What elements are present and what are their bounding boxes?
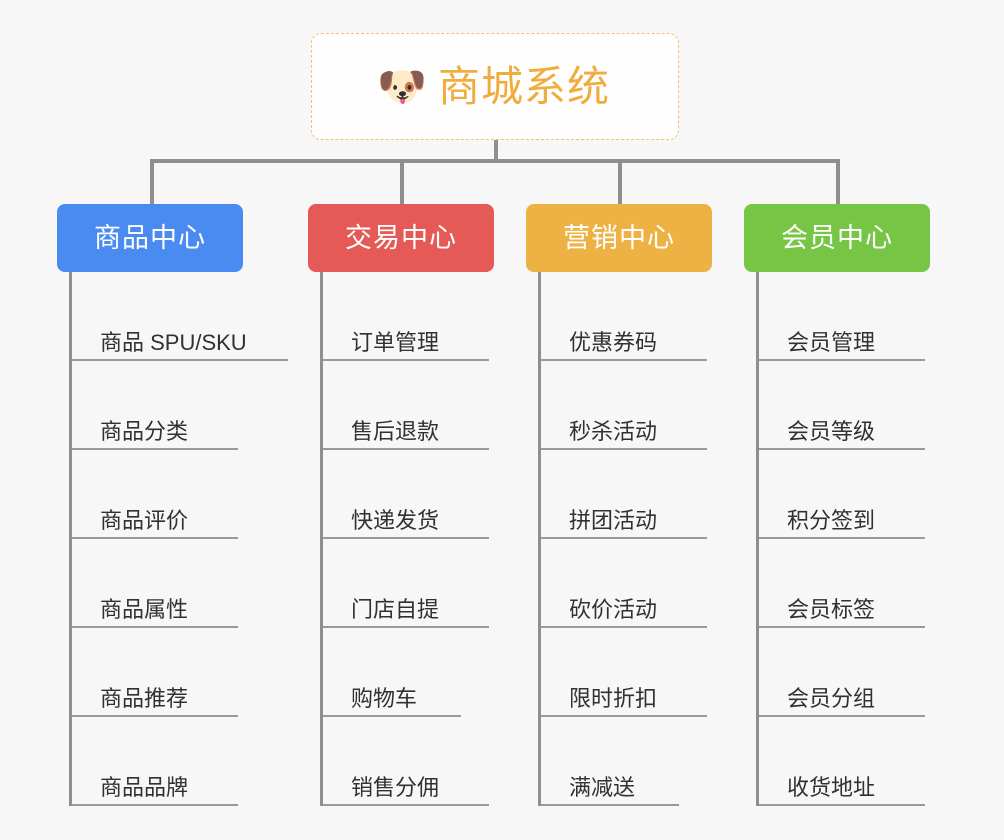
branch-column-marketing-center: 营销中心 优惠券码 秒杀活动 拼团活动 砍价活动 限时折扣 满减送 <box>526 204 712 806</box>
list-item[interactable]: 会员标签 <box>759 539 930 628</box>
leaf-list-member-center: 会员管理 会员等级 积分签到 会员标签 会员分组 收货地址 <box>756 272 930 806</box>
list-item[interactable]: 会员分组 <box>759 628 930 717</box>
leaf-label: 售后退款 <box>351 418 440 444</box>
leaf-list-trade-center: 订单管理 售后退款 快递发货 门店自提 购物车 销售分佣 <box>320 272 494 806</box>
leaf-label: 门店自提 <box>351 596 440 622</box>
list-item[interactable]: 商品推荐 <box>72 628 243 717</box>
connector-drop-2 <box>400 159 404 204</box>
list-item[interactable]: 优惠券码 <box>541 272 712 361</box>
list-item[interactable]: 限时折扣 <box>541 628 712 717</box>
connector-root-drop <box>494 140 498 162</box>
leaf-label: 限时折扣 <box>569 685 658 711</box>
branch-column-member-center: 会员中心 会员管理 会员等级 积分签到 会员标签 会员分组 收货地址 <box>744 204 930 806</box>
leaf-list-product-center: 商品 SPU/SKU 商品分类 商品评价 商品属性 商品推荐 商品品牌 <box>69 272 288 806</box>
connector-drop-3 <box>618 159 622 204</box>
connector-drop-4 <box>836 159 840 204</box>
leaf-label: 收货地址 <box>787 774 876 800</box>
category-label: 营销中心 <box>563 222 675 253</box>
leaf-label: 会员管理 <box>787 329 876 355</box>
list-item[interactable]: 销售分佣 <box>323 717 494 806</box>
leaf-label: 积分签到 <box>787 507 876 533</box>
leaf-label: 销售分佣 <box>351 774 440 800</box>
category-box-member-center[interactable]: 会员中心 <box>744 204 930 272</box>
list-item[interactable]: 会员管理 <box>759 272 930 361</box>
leaf-label: 优惠券码 <box>569 329 658 355</box>
leaf-label: 购物车 <box>351 685 418 711</box>
leaf-label: 拼团活动 <box>569 507 658 533</box>
list-item[interactable]: 砍价活动 <box>541 539 712 628</box>
leaf-label: 商品分类 <box>100 418 189 444</box>
leaf-label: 会员等级 <box>787 418 876 444</box>
category-label: 会员中心 <box>781 222 893 253</box>
leaf-label: 商品品牌 <box>100 774 189 800</box>
list-item[interactable]: 收货地址 <box>759 717 930 806</box>
leaf-label: 砍价活动 <box>569 596 658 622</box>
list-item[interactable]: 商品品牌 <box>72 717 243 806</box>
list-item[interactable]: 拼团活动 <box>541 450 712 539</box>
category-box-product-center[interactable]: 商品中心 <box>57 204 243 272</box>
root-node[interactable]: 🐶 商城系统 <box>311 33 679 140</box>
list-item[interactable]: 满减送 <box>541 717 712 806</box>
root-title: 商城系统 <box>437 62 610 110</box>
list-item[interactable]: 购物车 <box>323 628 494 717</box>
leaf-label: 商品推荐 <box>100 685 189 711</box>
list-item[interactable]: 商品评价 <box>72 450 243 539</box>
leaf-label: 快递发货 <box>351 507 440 533</box>
branch-column-product-center: 商品中心 商品 SPU/SKU 商品分类 商品评价 商品属性 商品推荐 商品品牌 <box>57 204 288 806</box>
category-label: 商品中心 <box>94 222 206 253</box>
list-item[interactable]: 订单管理 <box>323 272 494 361</box>
list-item[interactable]: 门店自提 <box>323 539 494 628</box>
leaf-label: 商品 SPU/SKU <box>100 329 247 355</box>
list-item[interactable]: 会员等级 <box>759 361 930 450</box>
list-item[interactable]: 秒杀活动 <box>541 361 712 450</box>
connector-drop-1 <box>150 159 154 204</box>
leaf-label: 商品属性 <box>100 596 189 622</box>
list-item[interactable]: 快递发货 <box>323 450 494 539</box>
category-box-marketing-center[interactable]: 营销中心 <box>526 204 712 272</box>
category-label: 交易中心 <box>345 222 457 253</box>
leaf-label: 订单管理 <box>351 329 440 355</box>
branch-column-trade-center: 交易中心 订单管理 售后退款 快递发货 门店自提 购物车 销售分佣 <box>308 204 494 806</box>
list-item[interactable]: 商品 SPU/SKU <box>72 272 288 361</box>
list-item[interactable]: 售后退款 <box>323 361 494 450</box>
list-item[interactable]: 商品属性 <box>72 539 243 628</box>
leaf-label: 商品评价 <box>100 507 189 533</box>
shiba-dog-face-icon: 🐶 <box>377 64 427 109</box>
list-item[interactable]: 商品分类 <box>72 361 243 450</box>
leaf-label: 满减送 <box>569 774 636 800</box>
leaf-label: 会员标签 <box>787 596 876 622</box>
category-box-trade-center[interactable]: 交易中心 <box>308 204 494 272</box>
list-item[interactable]: 积分签到 <box>759 450 930 539</box>
leaf-label: 秒杀活动 <box>569 418 658 444</box>
connector-horizontal-bus <box>150 159 840 163</box>
leaf-label: 会员分组 <box>787 685 876 711</box>
leaf-list-marketing-center: 优惠券码 秒杀活动 拼团活动 砍价活动 限时折扣 满减送 <box>538 272 712 806</box>
